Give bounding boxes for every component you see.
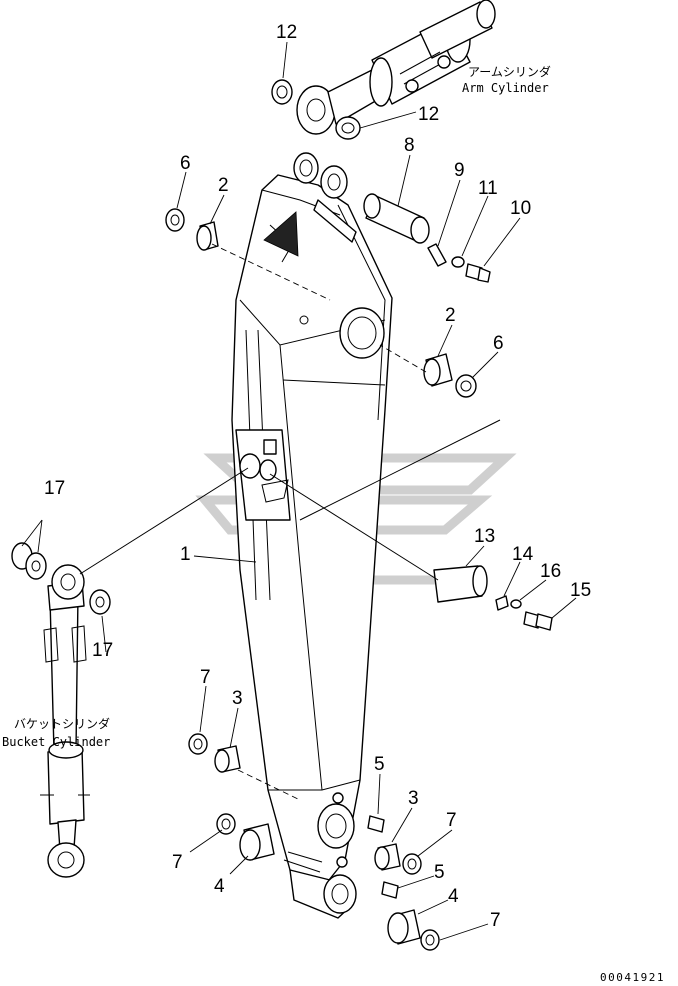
part-16-washer xyxy=(510,599,522,609)
callout-15: 15 xyxy=(570,580,591,601)
small-parts xyxy=(11,79,553,951)
part-12-washer-lower xyxy=(335,116,361,140)
arm-body xyxy=(231,174,393,886)
arm-lower-boss xyxy=(317,792,355,868)
part-7-ring-c xyxy=(402,853,422,875)
callout-17-left: 17 xyxy=(44,478,65,499)
callout-13: 13 xyxy=(474,526,495,547)
callout-7-bottom: 7 xyxy=(490,910,501,931)
callout-3-left: 3 xyxy=(232,688,243,709)
callout-2-right: 2 xyxy=(445,305,456,326)
callout-5-upper: 5 xyxy=(374,754,385,775)
leader-lines xyxy=(21,41,577,941)
part-7-ring-d xyxy=(420,929,440,951)
arm-cylinder-caption-en: Arm Cylinder xyxy=(462,81,549,95)
callout-16: 16 xyxy=(540,561,561,582)
callout-12-top: 12 xyxy=(276,22,297,43)
link-bracket xyxy=(235,429,291,521)
callout-4-right: 4 xyxy=(448,886,459,907)
callout-9: 9 xyxy=(454,160,465,181)
part-11-washer xyxy=(451,256,465,268)
part-14-plate xyxy=(495,595,509,611)
part-7-ring-a xyxy=(188,733,208,755)
arm-tip xyxy=(289,869,357,919)
callout-numbers: 12 12 8 6 2 9 11 10 2 6 17 1 13 14 16 15… xyxy=(44,22,591,931)
part-5-bolt-lower xyxy=(381,881,399,899)
bucket-cylinder-caption-en: Bucket Cylinder xyxy=(2,735,110,749)
callout-12-lower: 12 xyxy=(418,104,439,125)
callout-7-right: 7 xyxy=(446,810,457,831)
arm-top-bosses xyxy=(293,152,357,243)
callout-6-right: 6 xyxy=(493,333,504,354)
assembly-lines xyxy=(79,243,501,801)
callout-4-left: 4 xyxy=(214,876,225,897)
drawing-number: 00041921 xyxy=(600,971,665,984)
part-9-plate xyxy=(427,243,447,267)
callout-11: 11 xyxy=(478,178,498,199)
part-12-washer-top xyxy=(271,79,293,105)
part-17-ring xyxy=(89,589,111,615)
bucket-cylinder-caption-jp: バケットシリンダ xyxy=(14,716,110,731)
callout-17-right: 17 xyxy=(92,640,113,661)
callout-1: 1 xyxy=(180,544,191,565)
callout-10: 10 xyxy=(510,198,531,219)
part-5-bolt-upper xyxy=(367,815,385,833)
part-7-ring-b xyxy=(216,813,236,835)
captions: アームシリンダ Arm Cylinder バケットシリンダ Bucket Cyl… xyxy=(2,64,665,984)
callout-2-upper: 2 xyxy=(218,175,229,196)
arm-mid-boss xyxy=(299,307,385,359)
callout-7-upper: 7 xyxy=(200,667,211,688)
arm-cylinder-caption-jp: アームシリンダ xyxy=(468,64,551,79)
callout-3-right: 3 xyxy=(408,788,419,809)
callout-8: 8 xyxy=(404,135,415,156)
part-6-ring-upper xyxy=(165,208,185,232)
callout-7-left: 7 xyxy=(172,852,183,873)
callout-5-lower: 5 xyxy=(434,862,445,883)
part-6-ring-right xyxy=(455,374,477,398)
callout-14: 14 xyxy=(512,544,534,565)
bucket-cylinder xyxy=(40,564,90,878)
callout-6-upper: 6 xyxy=(180,153,191,174)
arm-cylinder xyxy=(296,0,496,135)
